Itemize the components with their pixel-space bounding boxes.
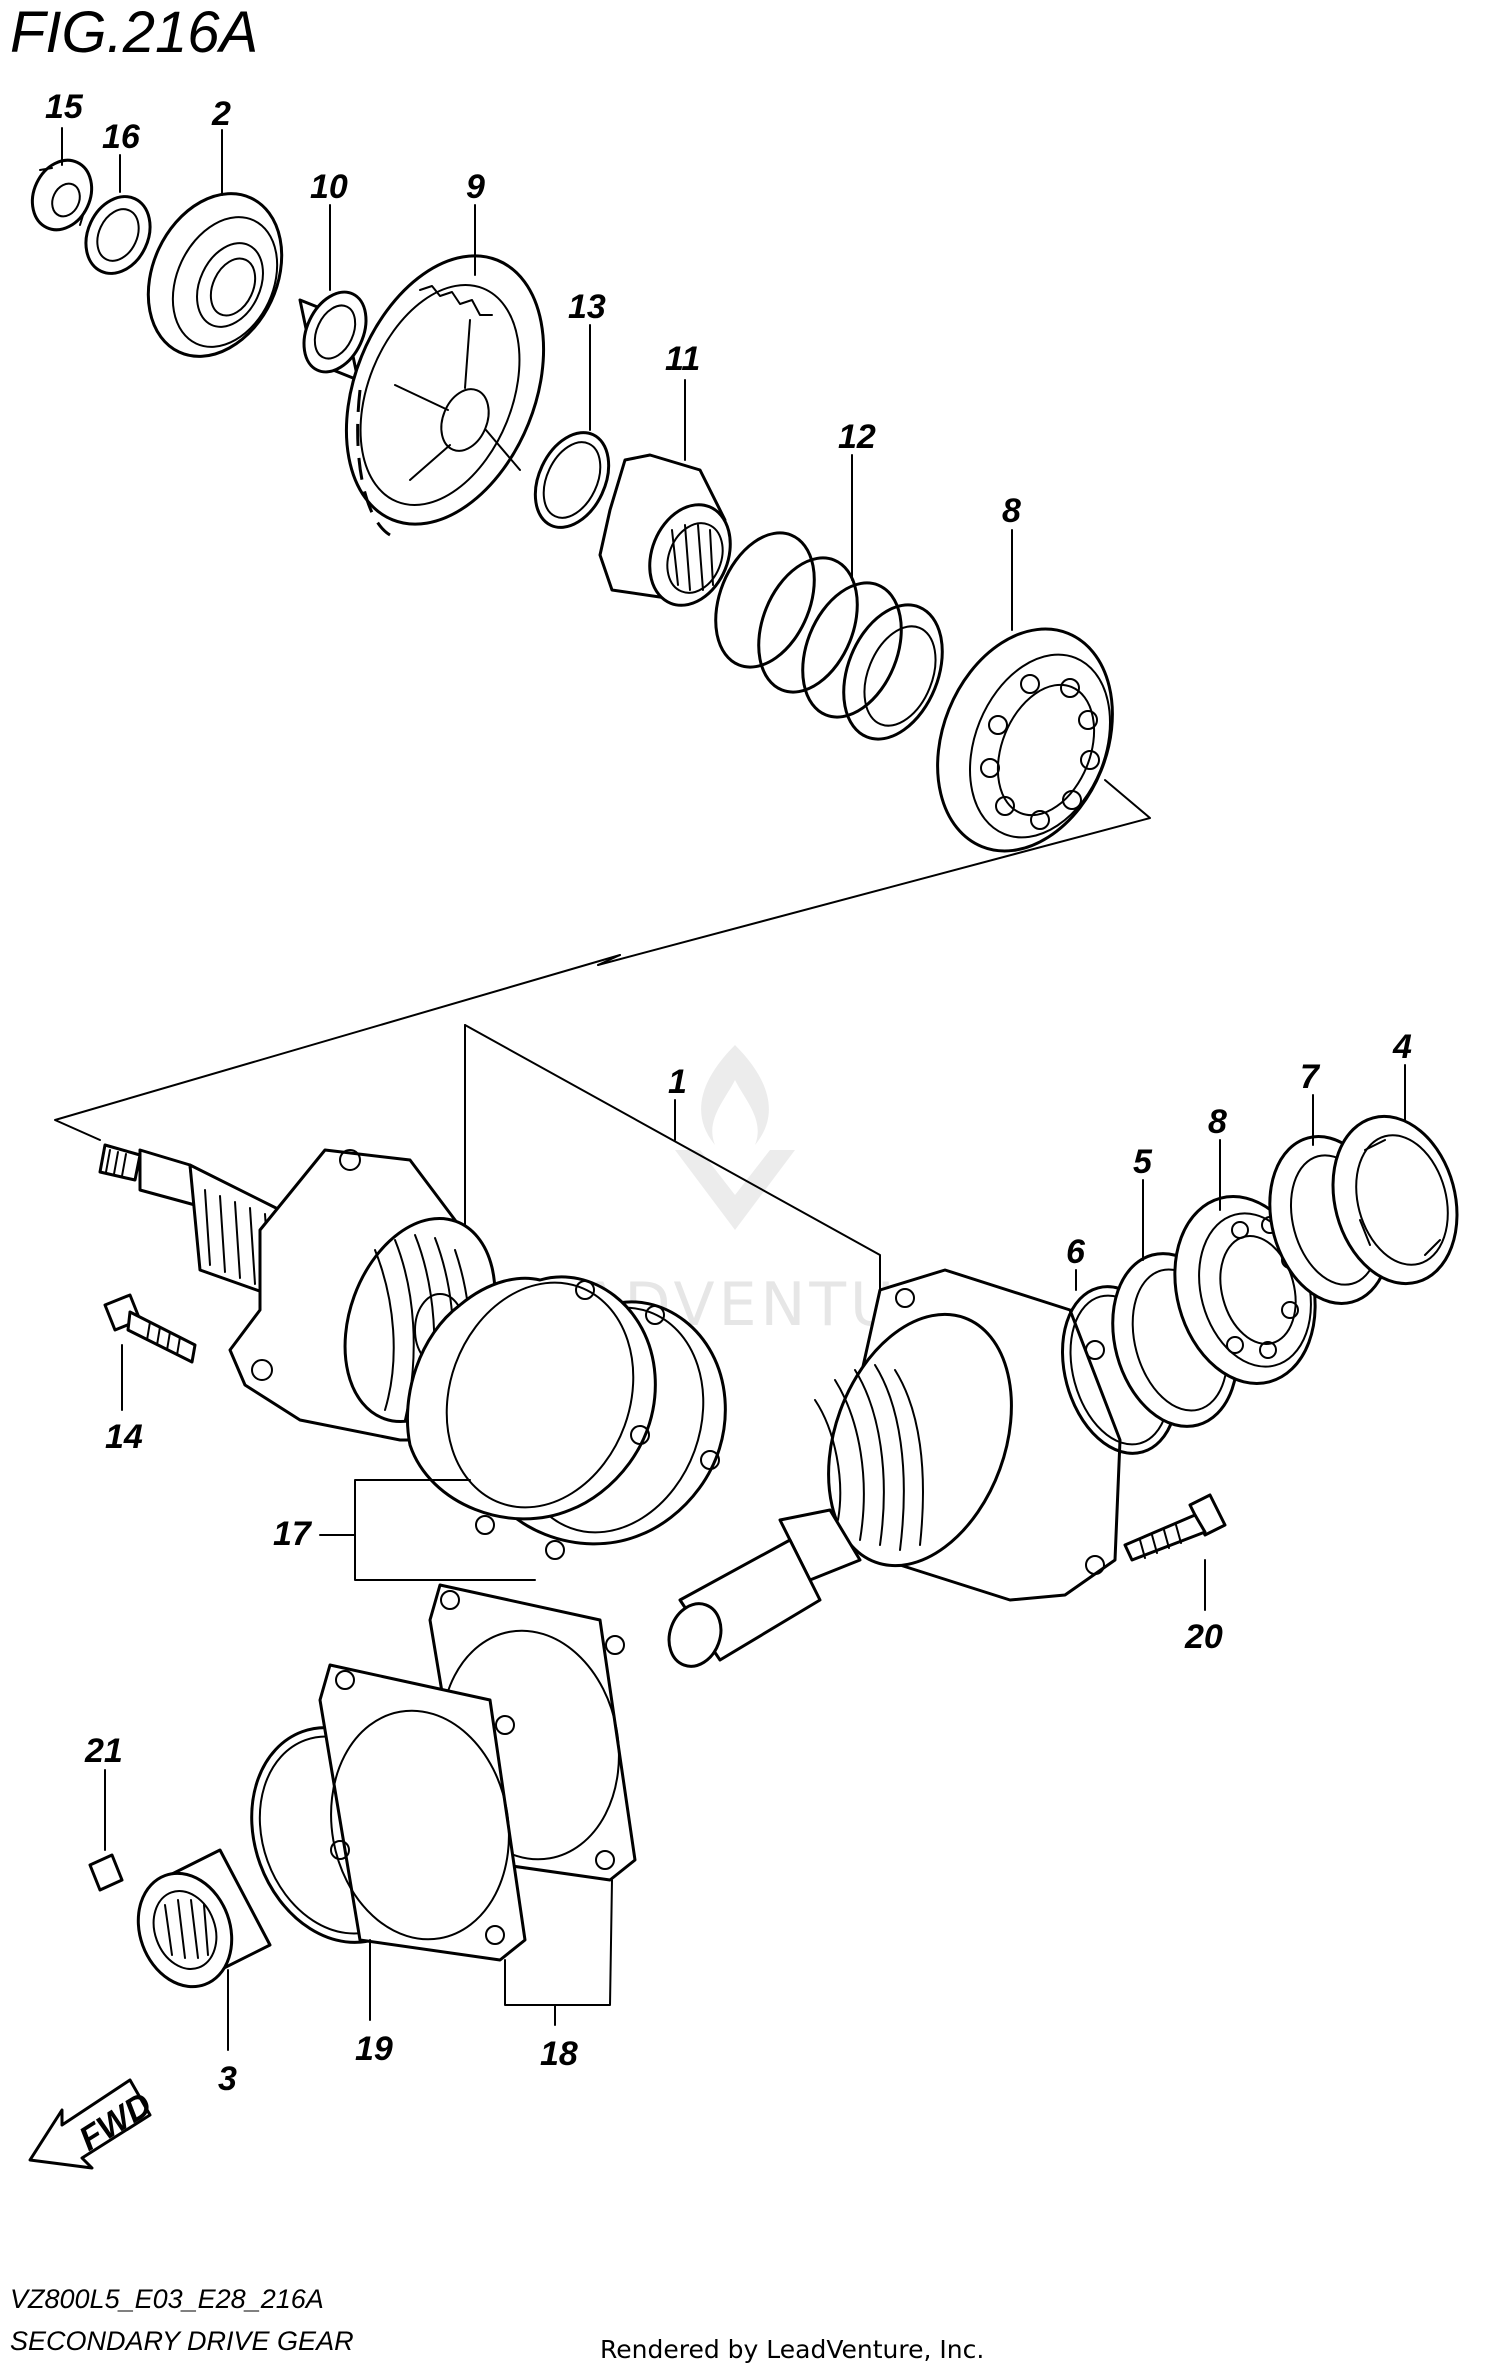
fwd-arrow-icon: FWD [28,2078,158,2170]
callout-14: 14 [105,1418,143,1456]
part-bolt-20 [1123,1493,1227,1562]
callout-8-upper: 8 [1002,492,1021,530]
part-gaskets-18 [318,1583,637,1962]
callout-2: 2 [211,95,231,133]
figure-code: VZ800L5_E03_E28_216A [10,2284,324,2314]
part-drive-gear-1 [667,1268,1122,1668]
callout-12: 12 [838,418,876,456]
callout-13: 13 [568,288,606,326]
part-circlip-13 [533,431,611,529]
callout-7: 7 [1300,1058,1321,1096]
callout-20: 20 [1184,1618,1223,1656]
callout-17: 17 [273,1515,313,1553]
part-shims-17 [405,1275,727,1560]
callout-11: 11 [665,340,700,378]
callout-4: 4 [1392,1028,1412,1066]
part-nut-4 [1331,1114,1459,1286]
part-bolt-14 [103,1293,197,1364]
callout-18: 18 [540,2035,578,2073]
figure-name: SECONDARY DRIVE GEAR [10,2326,354,2356]
callout-9: 9 [466,168,485,206]
callout-5: 5 [1133,1143,1153,1181]
callout-15: 15 [45,88,84,126]
callout-1: 1 [668,1063,687,1101]
part-spring-12 [714,531,944,741]
callout-21: 21 [84,1732,123,1770]
part-bearing-8-upper [936,627,1114,853]
callout-16: 16 [102,118,141,156]
callout-3: 3 [218,2060,237,2098]
part-nut-15 [30,158,94,232]
part-dowel-pin-21 [88,1853,124,1892]
part-bearing-2 [146,192,284,358]
figure-title: FIG.216A [10,0,258,65]
part-needle-bearing-3 [136,1848,272,1989]
part-cam-dog-11 [598,453,732,607]
callout-19: 19 [355,2030,393,2068]
callout-8-lower: 8 [1208,1103,1227,1141]
part-gear-9 [344,254,546,537]
leader-lines [61,127,1406,2051]
leadventure-flame-icon [675,1045,795,1230]
assembly-guide-lines [54,779,1151,1296]
callout-10: 10 [310,168,348,206]
callout-6: 6 [1066,1233,1086,1271]
part-washer-16 [84,195,152,275]
part-collar-10 [298,290,368,382]
render-credit: Rendered by LeadVenture, Inc. [600,2335,984,2364]
